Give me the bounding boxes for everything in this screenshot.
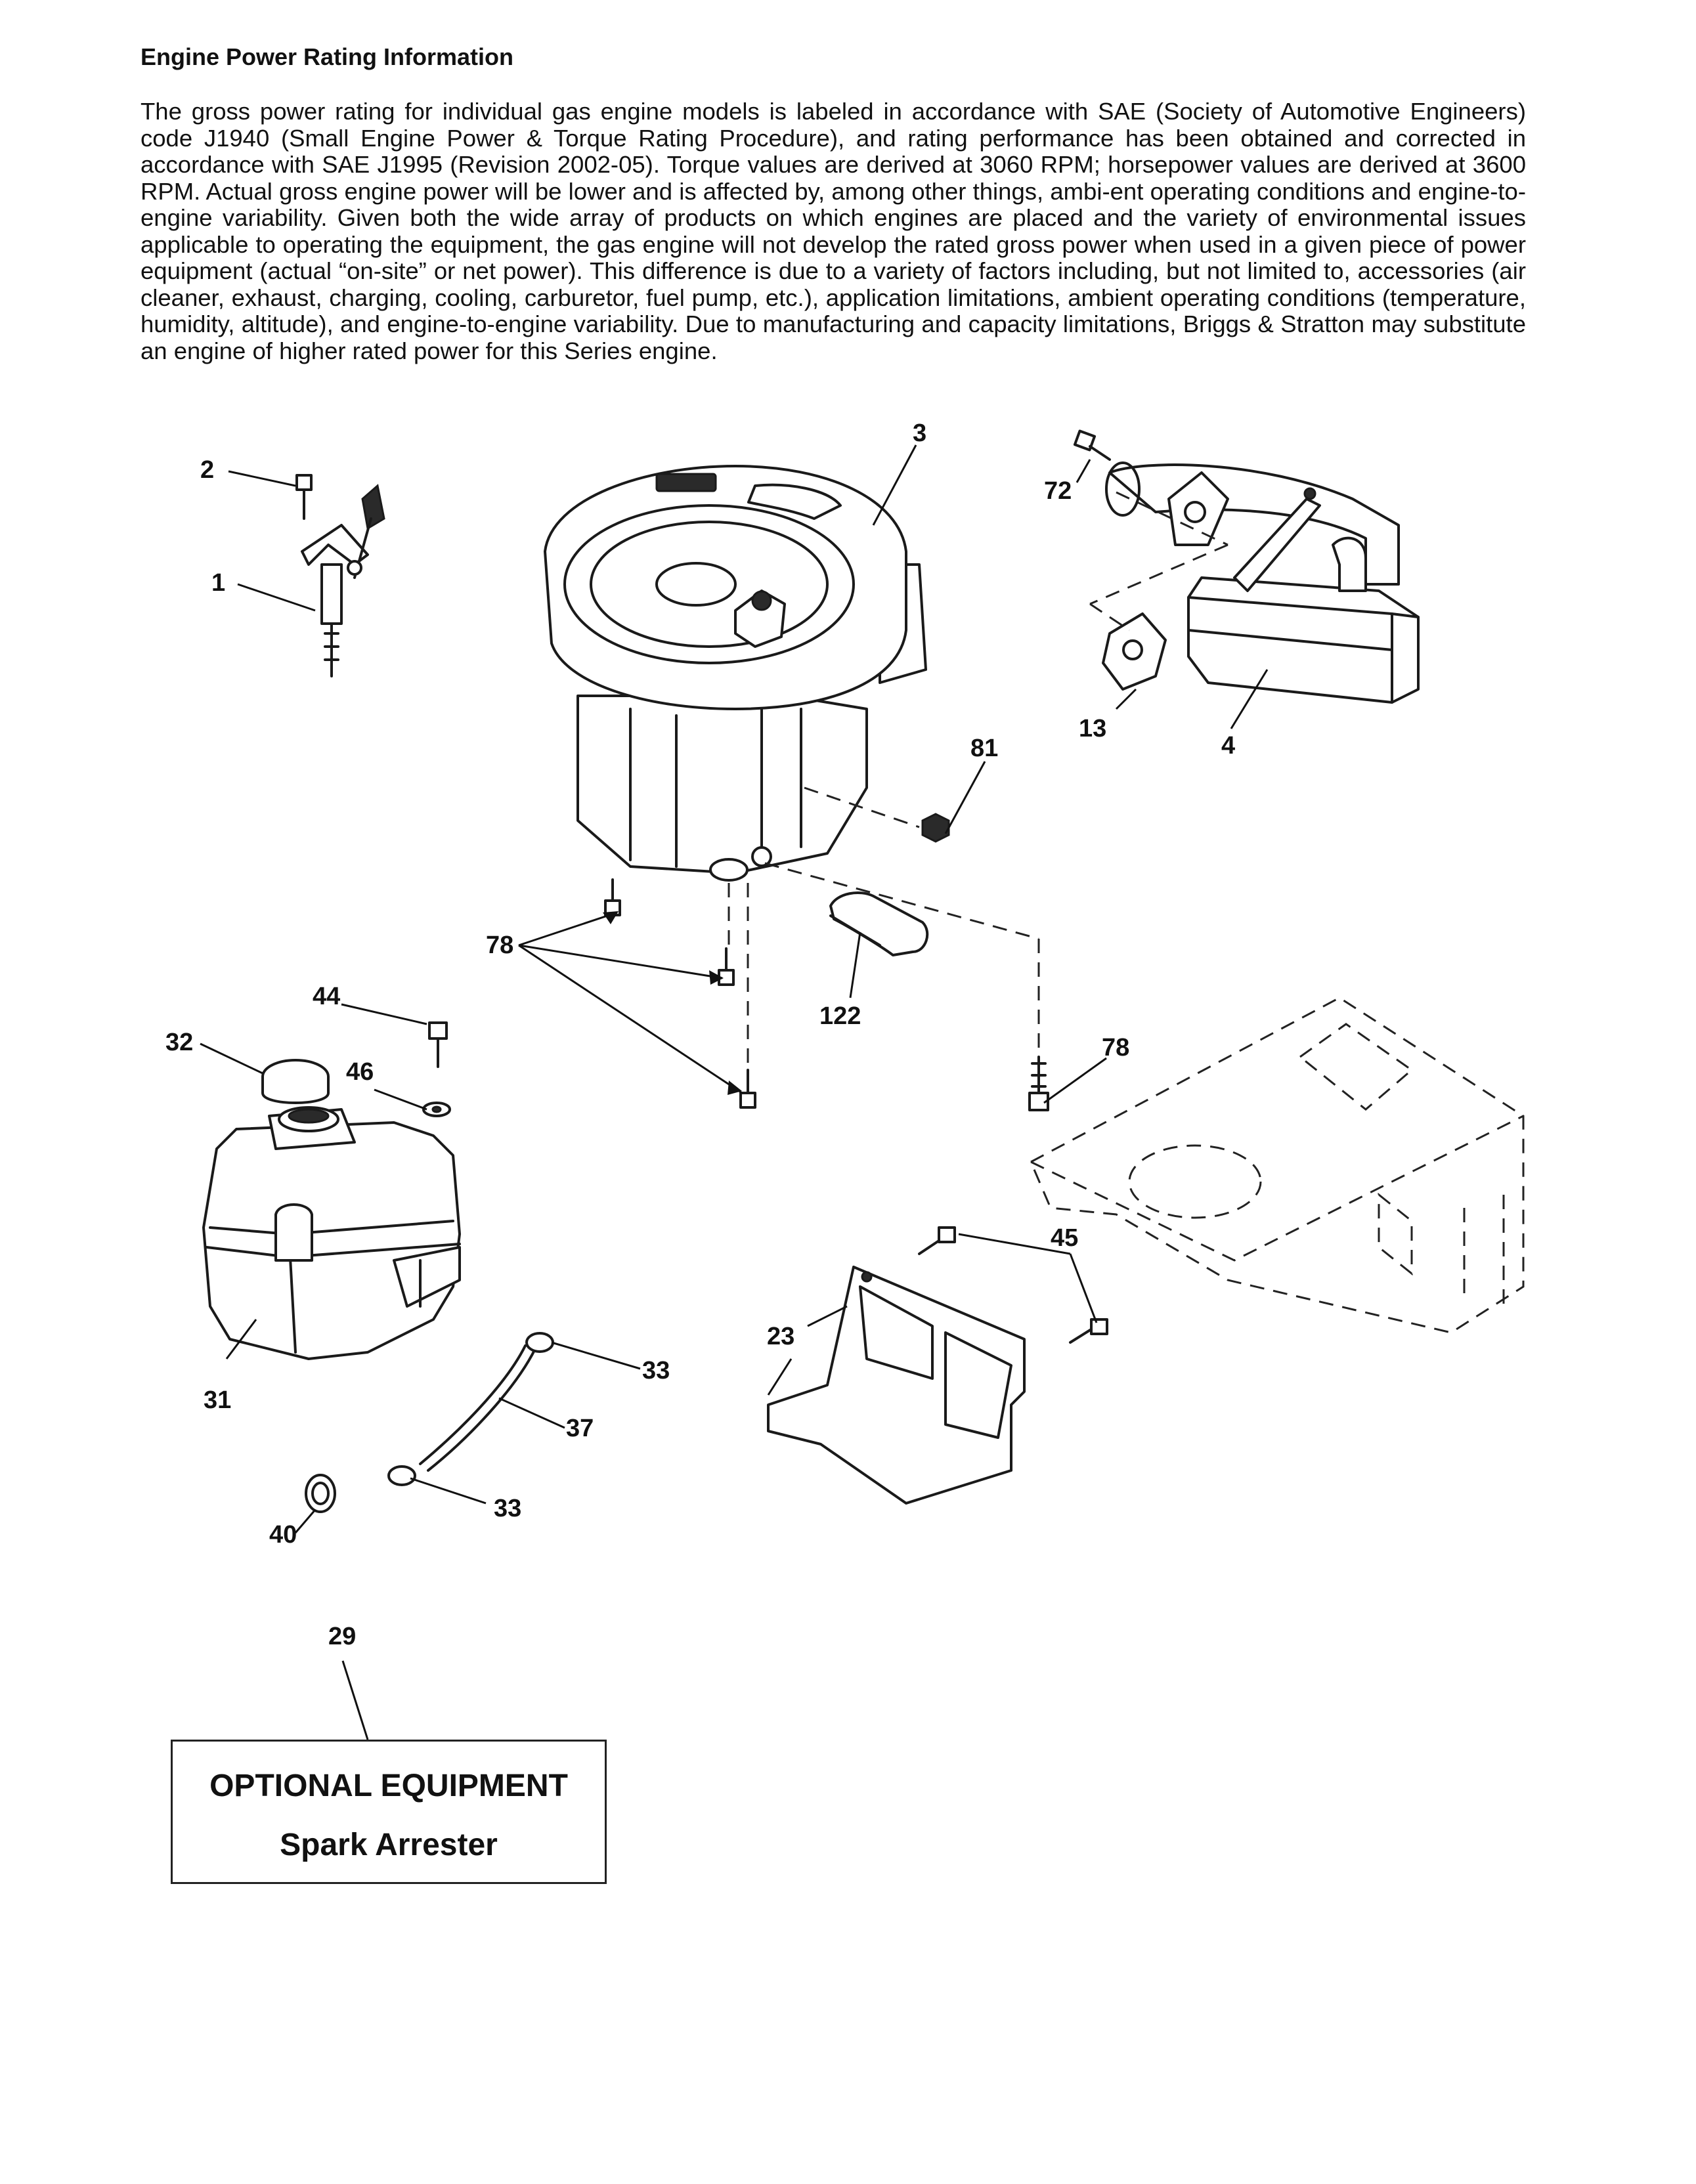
throttle-control-part <box>295 474 385 677</box>
callout-78-upper: 78 <box>486 931 513 959</box>
callout-3: 3 <box>913 419 926 447</box>
callout-31: 31 <box>204 1386 231 1414</box>
callout-45: 45 <box>1051 1224 1078 1252</box>
callout-4: 4 <box>1221 732 1235 760</box>
callout-72: 72 <box>1044 477 1072 505</box>
exhaust-bolt-part <box>1073 429 1111 461</box>
callout-81: 81 <box>970 735 998 762</box>
callout-23: 23 <box>767 1323 794 1350</box>
callout-29: 29 <box>328 1623 356 1650</box>
fuel-tank-part <box>202 1059 461 1360</box>
engine-part <box>544 465 927 882</box>
optional-equipment-box: OPTIONAL EQUIPMENT Spark Arrester <box>171 1740 607 1884</box>
arrowheads <box>603 911 742 1095</box>
callout-32: 32 <box>165 1029 193 1056</box>
power-rating-paragraph: The gross power rating for individual ga… <box>141 98 1526 364</box>
callout-2: 2 <box>200 456 214 484</box>
callout-78-lower: 78 <box>1102 1034 1129 1061</box>
callout-122: 122 <box>819 1002 861 1030</box>
leader-lines <box>200 444 1269 1740</box>
tank-screw-part <box>422 1021 451 1117</box>
optional-equipment-title: OPTIONAL EQUIPMENT <box>209 1768 568 1803</box>
callout-33-lower: 33 <box>494 1495 521 1522</box>
callout-37: 37 <box>566 1415 594 1442</box>
callout-13: 13 <box>1079 715 1106 742</box>
callout-1: 1 <box>211 569 225 597</box>
mounting-plate-part <box>767 1226 1108 1505</box>
callout-33-upper: 33 <box>642 1357 670 1384</box>
page-title: Engine Power Rating Information <box>141 43 514 70</box>
optional-equipment-item: Spark Arrester <box>280 1828 498 1862</box>
muffler-part <box>1105 461 1420 704</box>
engine-mount-bolts <box>604 878 1049 1111</box>
assembly-lines <box>728 491 1229 1067</box>
callout-46: 46 <box>346 1058 374 1086</box>
nut-part <box>921 813 950 843</box>
engine-bracket-part <box>829 891 929 956</box>
exhaust-gasket-part <box>1102 612 1167 691</box>
callout-40: 40 <box>269 1521 297 1549</box>
frame-outline <box>1030 996 1525 1334</box>
callout-44: 44 <box>313 983 340 1010</box>
